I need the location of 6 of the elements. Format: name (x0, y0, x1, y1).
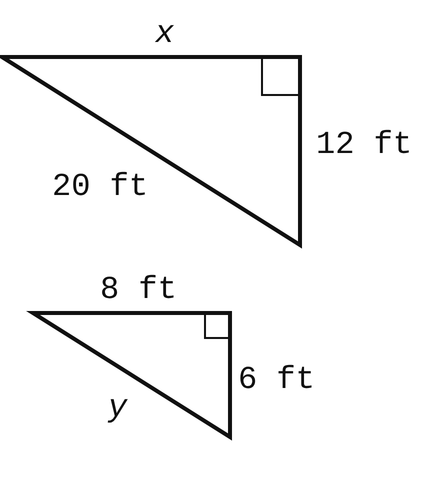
side-label: x (155, 18, 174, 50)
side-label: 12 ft (316, 129, 412, 161)
side-label: 6 ft (238, 364, 315, 396)
side-label: 20 ft (52, 171, 148, 203)
side-label: y (108, 392, 128, 424)
side-label: 8 ft (100, 274, 177, 306)
